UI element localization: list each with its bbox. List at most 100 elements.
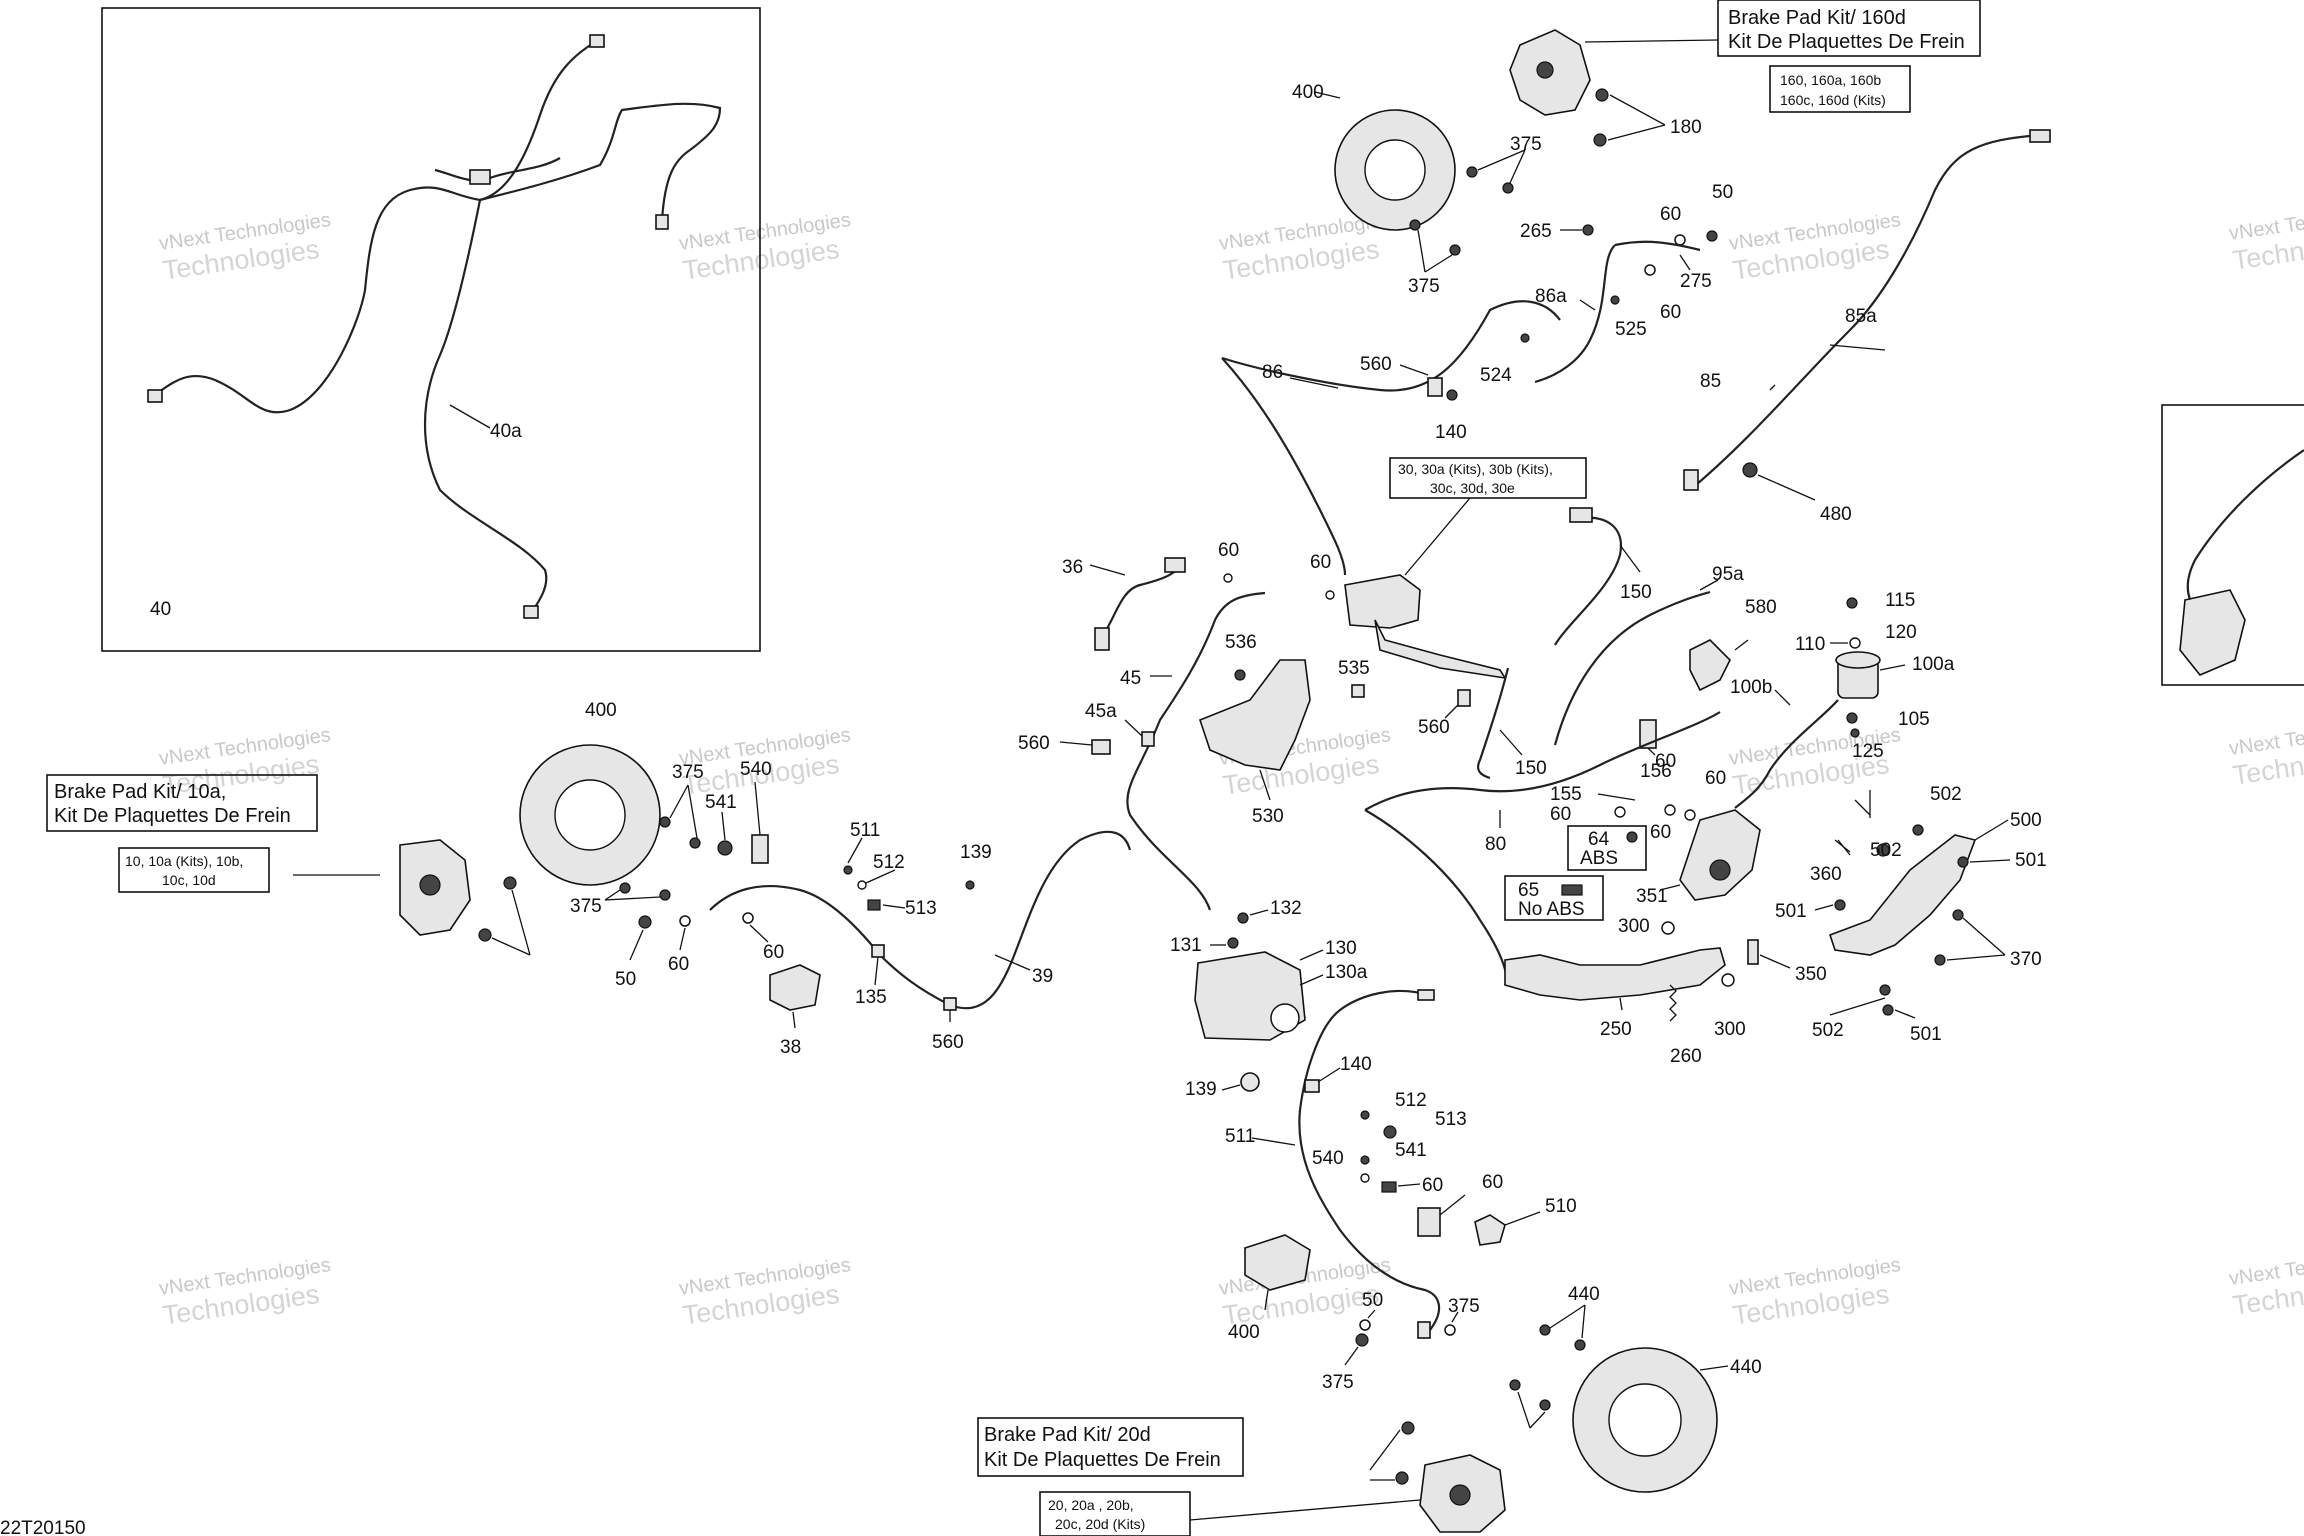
callout-label: 85 xyxy=(1700,371,1721,392)
washer-60 xyxy=(1444,1324,1456,1336)
callout-label: 400 xyxy=(1292,82,1324,103)
callout-label: 511 xyxy=(1225,1126,1255,1147)
leader-line xyxy=(1584,39,1719,43)
leader-line xyxy=(1829,997,1886,1016)
callout-label: 130 xyxy=(1325,938,1357,959)
bolt-50 xyxy=(638,915,652,929)
leader-line xyxy=(1439,1194,1466,1216)
callout-label: 513 xyxy=(1435,1109,1467,1130)
screw-375 xyxy=(1539,1399,1551,1411)
kit-refs-label: 20, 20a , 20b, xyxy=(1048,1497,1134,1513)
clamp-560 xyxy=(1427,377,1443,397)
callout-label: 132 xyxy=(1270,898,1302,919)
hose-40 xyxy=(479,102,722,221)
clip-524 xyxy=(1520,333,1530,343)
screw-375 xyxy=(659,816,671,828)
abs-motor xyxy=(1270,1003,1300,1033)
leader-line xyxy=(1314,91,1341,99)
kit-refs-box-10 xyxy=(118,847,270,893)
callout-label: 350 xyxy=(1795,964,1827,985)
callout-label: 501 xyxy=(1910,1024,1942,1045)
callout-label: 511 xyxy=(850,820,880,841)
nut-502 xyxy=(1876,843,1890,857)
hose-40 xyxy=(154,186,481,414)
master-cylinder xyxy=(1344,574,1421,629)
screw-375 xyxy=(689,837,701,849)
clip-540 xyxy=(1474,1214,1506,1246)
callout-label: 560 xyxy=(932,1032,964,1053)
hose-95a xyxy=(1553,590,1711,746)
kit-refs-label: 10, 10a (Kits), 10b, xyxy=(125,853,243,869)
callout-label: 180 xyxy=(1670,117,1702,138)
callout-label: 85a xyxy=(1845,306,1877,327)
leader-line xyxy=(1251,1137,1296,1146)
callout-label: 400 xyxy=(1228,1322,1260,1343)
hose-fitting xyxy=(1417,989,1435,1001)
leader-line xyxy=(1894,1009,1916,1019)
grommet-105 xyxy=(1846,712,1858,724)
leader-line xyxy=(1679,254,1691,271)
callout-label: 250 xyxy=(1600,1019,1632,1040)
hose-junction xyxy=(469,169,491,185)
hose-fitting xyxy=(1417,1321,1431,1339)
kit-box-label: Kit De Plaquettes De Frein xyxy=(54,805,291,827)
callout-label: 525 xyxy=(1615,319,1647,340)
abs-bracket-530 xyxy=(1199,659,1311,771)
caliper xyxy=(2179,589,2246,676)
leader-line xyxy=(847,837,863,864)
callout-label: 60 xyxy=(763,942,784,963)
spring-260 xyxy=(1669,984,1677,1022)
callout-label: 115 xyxy=(1885,590,1915,611)
clip-125 xyxy=(1850,728,1860,738)
callout-label: 535 xyxy=(1338,658,1370,679)
screw-511 xyxy=(843,865,853,875)
leader-line xyxy=(1249,909,1269,916)
leader-line xyxy=(1879,664,1906,671)
leader-line xyxy=(754,781,761,836)
callout-label: 110 xyxy=(1795,634,1825,655)
leader-line xyxy=(1969,859,2011,863)
leader-line xyxy=(1509,149,1526,184)
leader-line xyxy=(1299,974,1324,986)
bolt-440 xyxy=(478,928,492,942)
leader-line xyxy=(604,889,621,901)
callout-label: 105 xyxy=(1898,709,1930,730)
clip-535 xyxy=(1351,684,1365,698)
screw-375 xyxy=(619,882,631,894)
nut-480 xyxy=(1742,462,1758,478)
washer-60 xyxy=(1614,806,1626,818)
bolt-440 xyxy=(1401,1421,1415,1435)
leader-line xyxy=(1579,299,1596,311)
callout-label: 50 xyxy=(1362,1290,1383,1311)
hose-86 xyxy=(1221,357,1347,576)
leader-line xyxy=(679,927,686,951)
callout-label: 375 xyxy=(1408,276,1440,297)
leader-line xyxy=(1699,1365,1729,1371)
callout-label: 86 xyxy=(1262,362,1283,383)
callout-label: 60 xyxy=(1550,804,1571,825)
callout-label: 351 xyxy=(1636,886,1668,907)
callout-label: 100a xyxy=(1912,654,1955,675)
top-caliper-group: Brake Pad Kit/ 160d Kit De Plaquettes De… xyxy=(1221,0,2051,576)
callout-label: 560 xyxy=(1018,733,1050,754)
callout-label: 560 xyxy=(1418,717,1450,738)
left-caliper-group: 400 Brake Pad Kit/ 10a, Kit De Plaquette… xyxy=(46,700,1368,1058)
callout-label: 39 xyxy=(1032,966,1053,987)
washer-300 xyxy=(1721,973,1735,987)
callout-label: 370 xyxy=(2010,949,2042,970)
hose-40 xyxy=(479,41,596,202)
callout-label: 501 xyxy=(1775,901,1807,922)
hose-100b xyxy=(1734,699,1839,809)
leader-line xyxy=(1769,384,1776,391)
screw-501 xyxy=(1882,1004,1894,1016)
callout-label: 375 xyxy=(1322,1372,1354,1393)
screw-139 xyxy=(1360,1110,1370,1120)
leader-line xyxy=(1059,741,1093,746)
connector xyxy=(1569,507,1593,523)
screw-375 xyxy=(1574,1339,1586,1351)
leader-line xyxy=(1829,344,1886,351)
callout-label: 100b xyxy=(1730,677,1772,698)
hose-39 xyxy=(1298,989,1441,1331)
callout-label: 40 xyxy=(150,599,171,620)
callout-label: 156 xyxy=(1640,761,1672,782)
